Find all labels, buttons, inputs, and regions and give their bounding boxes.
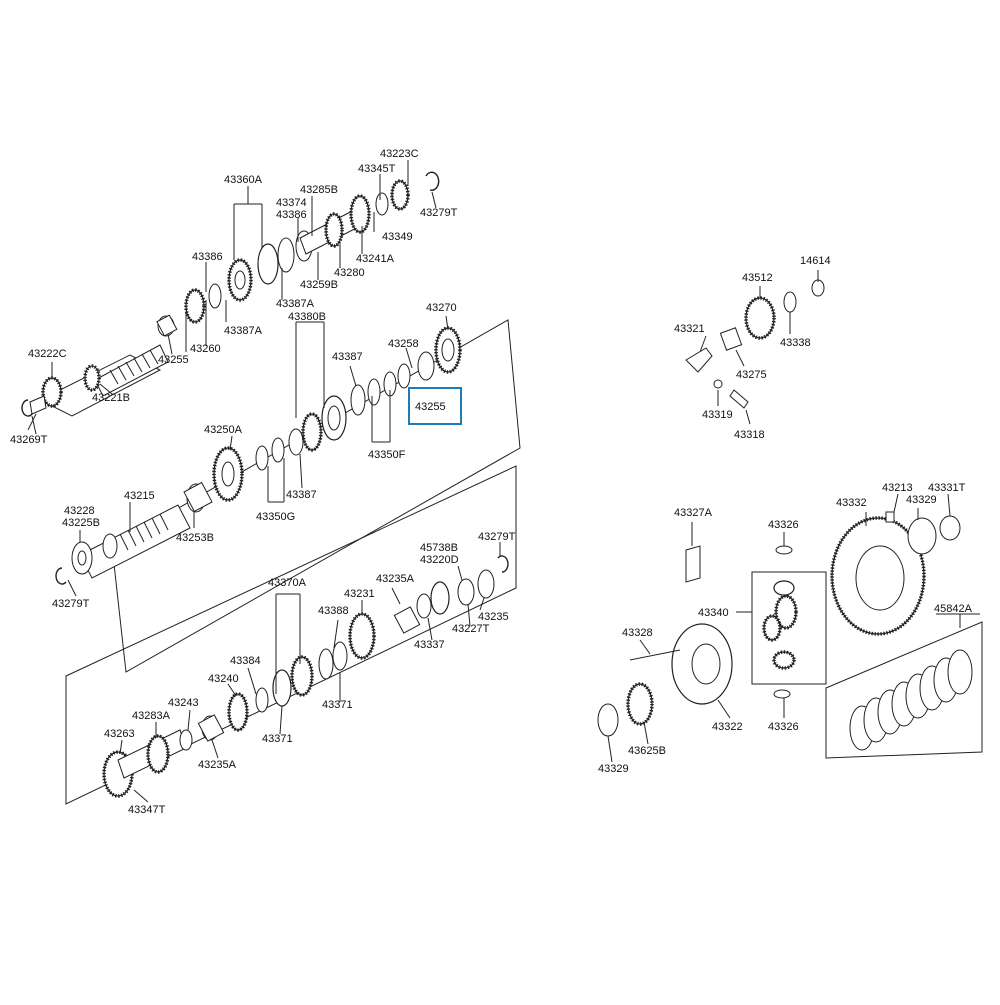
- label-43222C[interactable]: 43222C: [28, 348, 67, 360]
- part-labels: 43223C 43345T 43360A 43285B 43374 43386 …: [10, 148, 973, 816]
- label-43387A-left[interactable]: 43387A: [224, 325, 263, 337]
- label-43283A[interactable]: 43283A: [132, 710, 171, 722]
- shim-frame: [825, 621, 983, 759]
- label-43225B[interactable]: 43225B: [62, 517, 100, 529]
- shim-stack: [849, 649, 973, 751]
- label-43255-highlighted[interactable]: 43255: [415, 401, 446, 413]
- label-43279T-upper[interactable]: 43279T: [420, 207, 458, 219]
- label-43260[interactable]: 43260: [190, 343, 221, 355]
- label-43386-lower[interactable]: 43386: [192, 251, 223, 263]
- label-43228[interactable]: 43228: [64, 505, 95, 517]
- label-43220D[interactable]: 43220D: [420, 554, 459, 566]
- label-43241A[interactable]: 43241A: [356, 253, 395, 265]
- differential-gear-frame: [751, 571, 827, 685]
- label-43243[interactable]: 43243: [168, 697, 199, 709]
- label-43215[interactable]: 43215: [124, 490, 155, 502]
- label-43349[interactable]: 43349: [382, 231, 413, 243]
- label-43213[interactable]: 43213: [882, 482, 913, 494]
- label-43370A[interactable]: 43370A: [268, 577, 307, 589]
- label-43328[interactable]: 43328: [622, 627, 653, 639]
- label-43321[interactable]: 43321: [674, 323, 705, 335]
- label-43329-upper[interactable]: 43329: [906, 494, 937, 506]
- label-43374[interactable]: 43374: [276, 197, 307, 209]
- label-43350F[interactable]: 43350F: [368, 449, 406, 461]
- label-43235A-upper[interactable]: 43235A: [376, 573, 415, 585]
- label-43326-lower[interactable]: 43326: [768, 721, 799, 733]
- oil-pump-drive-assembly: [685, 279, 825, 409]
- label-43322[interactable]: 43322: [712, 721, 743, 733]
- label-43250A[interactable]: 43250A: [204, 424, 243, 436]
- label-43380B[interactable]: 43380B: [288, 311, 326, 323]
- label-43255-upper[interactable]: 43255: [158, 354, 189, 366]
- label-43388[interactable]: 43388: [318, 605, 349, 617]
- upper-sleeve-parts: [156, 171, 440, 337]
- label-43337[interactable]: 43337: [414, 639, 445, 651]
- label-43319[interactable]: 43319: [702, 409, 733, 421]
- label-43371-left[interactable]: 43371: [262, 733, 293, 745]
- label-43345T[interactable]: 43345T: [358, 163, 396, 175]
- highlight-box: [408, 387, 462, 425]
- label-43350G[interactable]: 43350G: [256, 511, 295, 523]
- label-43387A-right[interactable]: 43387A: [276, 298, 315, 310]
- label-43384[interactable]: 43384: [230, 655, 261, 667]
- label-43258[interactable]: 43258: [388, 338, 419, 350]
- label-43279T-right[interactable]: 43279T: [478, 531, 516, 543]
- label-43259B[interactable]: 43259B: [300, 279, 338, 291]
- label-43512[interactable]: 43512: [742, 272, 773, 284]
- label-43331T[interactable]: 43331T: [928, 482, 966, 494]
- label-43279T-left[interactable]: 43279T: [52, 598, 90, 610]
- label-43625B[interactable]: 43625B: [628, 745, 666, 757]
- label-43280[interactable]: 43280: [334, 267, 365, 279]
- label-43332[interactable]: 43332: [836, 497, 867, 509]
- label-45842A[interactable]: 45842A: [934, 603, 973, 615]
- label-14614[interactable]: 14614: [800, 255, 831, 267]
- output-shaft-frame: [65, 465, 517, 805]
- label-43387-lower[interactable]: 43387: [286, 489, 317, 501]
- label-43227T[interactable]: 43227T: [452, 623, 490, 635]
- label-43231[interactable]: 43231: [344, 588, 375, 600]
- label-43253B[interactable]: 43253B: [176, 532, 214, 544]
- label-43371-right[interactable]: 43371: [322, 699, 353, 711]
- label-43386-upper[interactable]: 43386: [276, 209, 307, 221]
- label-43240[interactable]: 43240: [208, 673, 239, 685]
- label-43269T[interactable]: 43269T: [10, 434, 48, 446]
- label-45738B[interactable]: 45738B: [420, 542, 458, 554]
- label-43221B[interactable]: 43221B: [92, 392, 130, 404]
- label-43235A-lower[interactable]: 43235A: [198, 759, 237, 771]
- label-43338[interactable]: 43338: [780, 337, 811, 349]
- label-43326-upper[interactable]: 43326: [768, 519, 799, 531]
- label-43285B[interactable]: 43285B: [300, 184, 338, 196]
- label-43263[interactable]: 43263: [104, 728, 135, 740]
- output-shaft-assembly: [102, 555, 509, 798]
- label-43360A[interactable]: 43360A: [224, 174, 263, 186]
- label-43340[interactable]: 43340: [698, 607, 729, 619]
- input-shaft-assembly: [71, 326, 462, 579]
- label-43329-lower[interactable]: 43329: [598, 763, 629, 775]
- label-43270[interactable]: 43270: [426, 302, 457, 314]
- leader-lines: [31, 160, 980, 803]
- countershaft-assembly: [29, 344, 169, 417]
- label-43387-upper[interactable]: 43387: [332, 351, 363, 363]
- label-43235[interactable]: 43235: [478, 611, 509, 623]
- label-43275[interactable]: 43275: [736, 369, 767, 381]
- differential-assembly: [597, 511, 973, 751]
- label-43327A[interactable]: 43327A: [674, 507, 713, 519]
- label-43223C[interactable]: 43223C: [380, 148, 419, 160]
- label-43347T[interactable]: 43347T: [128, 804, 166, 816]
- label-43318[interactable]: 43318: [734, 429, 765, 441]
